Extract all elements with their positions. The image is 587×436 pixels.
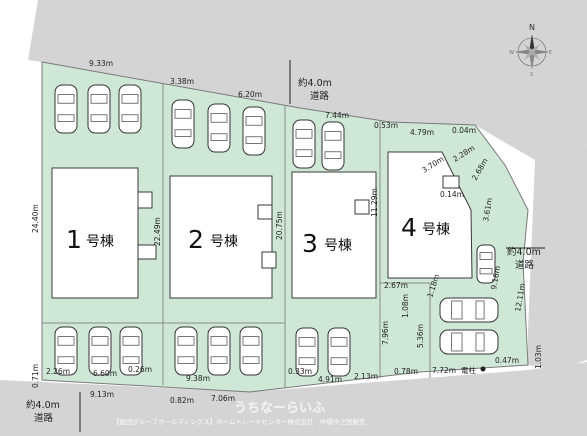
dim-top-2b: 6.20m — [238, 90, 262, 99]
svg-text:N: N — [529, 23, 535, 32]
dim-b-660: 6.60m — [93, 369, 117, 378]
dim-b-026: 0.26m — [128, 365, 152, 374]
car-9 — [54, 326, 78, 376]
compass-icon: N E W S — [509, 23, 552, 78]
car-lot4-b — [439, 329, 499, 355]
dim-b-103: 1.03m — [534, 345, 543, 369]
car-14 — [239, 326, 263, 376]
dim-top-3b: 0.53m — [374, 121, 398, 130]
house-3 — [291, 171, 377, 299]
car-15 — [295, 327, 319, 377]
car-10 — [88, 326, 112, 376]
svg-text:約4.0m: 約4.0m — [298, 77, 332, 89]
svg-text:E: E — [549, 50, 552, 56]
svg-text:2: 2 — [188, 225, 204, 254]
house-3-label: 3 号棟 — [302, 229, 352, 258]
house-1-porch — [137, 244, 157, 260]
dim-b-033: 0.33m — [288, 367, 312, 376]
svg-text:号棟: 号棟 — [324, 238, 352, 254]
dim-b-772: 7.72m — [432, 366, 456, 375]
house-2-entry — [257, 204, 273, 220]
svg-text:1: 1 — [66, 225, 82, 254]
house-1 — [51, 167, 139, 299]
house-2 — [169, 175, 273, 299]
east-road — [528, 145, 587, 370]
dim-top-2a: 3.38m — [170, 77, 194, 86]
svg-text:S: S — [530, 72, 533, 78]
dim-v-108: 1.08m — [401, 294, 410, 318]
dim-v-1129: 11.29m — [370, 188, 379, 217]
dim-v-2075: 20.75m — [275, 211, 284, 240]
dim-v-796: 7.96m — [381, 321, 390, 345]
dim-b-047: 0.47m — [495, 356, 519, 365]
footer-company: 【飯田グループホールディングス】ホームトレードセンター株式会社 中城中之宮販売 — [113, 417, 366, 426]
svg-text:約4.0m: 約4.0m — [507, 246, 541, 258]
house-4-entry — [442, 175, 460, 189]
car-4 — [171, 99, 195, 149]
house-3-entry — [354, 199, 370, 215]
car-3 — [118, 84, 142, 134]
house-2-label: 2 号棟 — [188, 225, 238, 254]
dim-b-913: 9.13m — [90, 390, 114, 399]
car-11 — [119, 326, 143, 376]
svg-text:号棟: 号棟 — [210, 234, 238, 250]
dim-b-082: 0.82m — [170, 396, 194, 405]
svg-text:道路: 道路 — [515, 259, 535, 271]
house-1-label: 1 号棟 — [66, 225, 114, 254]
dim-diag-6: 9.18m — [489, 265, 502, 290]
car-6 — [242, 106, 266, 156]
car-8 — [321, 121, 345, 171]
dim-v-2249: 22.49m — [153, 217, 162, 246]
house-2-porch — [261, 251, 277, 269]
south-road-label: 約4.0m 道路 — [26, 392, 81, 432]
dim-b-071: 0.71m — [31, 364, 40, 388]
dim-b-938: 9.38m — [186, 374, 210, 383]
car-16 — [327, 327, 351, 377]
dim-top-4: 4.79m — [410, 128, 434, 137]
dim-267: 2.67m — [384, 281, 408, 290]
dim-v-536: 5.36m — [416, 324, 425, 348]
east-road-label: 約4.0m 道路 — [506, 246, 545, 271]
car-13 — [207, 326, 231, 376]
car-lot4-a — [439, 297, 499, 323]
car-12 — [174, 326, 198, 376]
car-7 — [292, 119, 316, 169]
north-road-label: 約4.0m 道路 — [289, 60, 332, 104]
svg-text:W: W — [509, 50, 514, 56]
car-2 — [87, 84, 111, 134]
svg-text:号棟: 号棟 — [422, 222, 450, 238]
svg-text:号棟: 号棟 — [86, 234, 114, 250]
top-right-road-ext — [480, 0, 587, 155]
svg-text:約4.0m: 約4.0m — [26, 399, 60, 411]
dim-top-3: 7.44m — [325, 111, 349, 120]
car-1 — [54, 84, 78, 134]
svg-text:4: 4 — [401, 213, 417, 242]
car-5 — [207, 103, 231, 153]
dim-014: 0.14m — [440, 190, 464, 199]
dim-diag-4: 3.61m — [481, 197, 494, 222]
svg-text:3: 3 — [302, 229, 318, 258]
south-road — [0, 362, 587, 436]
dim-b-491: 4.91m — [318, 375, 342, 384]
dim-b-706: 7.06m — [211, 394, 235, 403]
utility-pole-icon — [480, 366, 486, 372]
watermark-logo: うちなーらいふ — [234, 401, 325, 416]
dim-top-4b: 0.04m — [452, 126, 476, 135]
svg-text:道路: 道路 — [310, 90, 330, 102]
north-road — [28, 0, 572, 160]
house-1-entry — [137, 191, 153, 209]
dim-pole: 電柱 — [461, 365, 476, 375]
house-4-label: 4 号棟 — [401, 213, 450, 242]
dim-b-226: 2.26m — [46, 367, 70, 376]
svg-text:道路: 道路 — [34, 412, 54, 424]
dim-top-1: 9.33m — [89, 59, 113, 68]
dim-b-078: 0.78m — [394, 367, 418, 376]
dim-left-2440: 24.40m — [31, 204, 40, 233]
car-lot4-side — [476, 244, 496, 284]
dim-b-213: 2.13m — [354, 372, 378, 381]
parked-cars — [54, 84, 499, 377]
